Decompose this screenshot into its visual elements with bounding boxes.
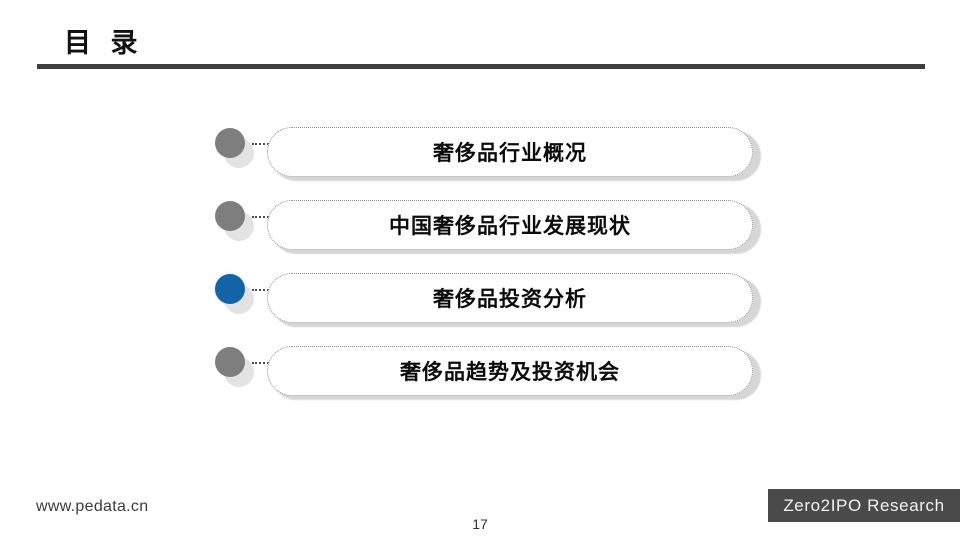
page-number: 17 — [472, 516, 488, 532]
toc-item-2[interactable]: 中国奢侈品行业发展现状 — [212, 192, 772, 254]
footer-website-url[interactable]: www.pedata.cn — [36, 498, 149, 515]
bullet-dot-icon-active — [215, 274, 245, 304]
toc-pill-4[interactable]: 奢侈品趋势及投资机会 — [267, 346, 753, 396]
bullet-marker-2 — [212, 196, 264, 248]
bullet-marker-3 — [212, 269, 264, 321]
bullet-marker-4 — [212, 342, 264, 394]
toc-item-4[interactable]: 奢侈品趋势及投资机会 — [212, 338, 772, 400]
toc-pill-3[interactable]: 奢侈品投资分析 — [267, 273, 753, 323]
toc-pill-2[interactable]: 中国奢侈品行业发展现状 — [267, 200, 753, 250]
brand-bar: Zero2IPO Research — [768, 489, 960, 522]
bullet-dot-icon — [215, 347, 245, 377]
toc-item-label-3: 奢侈品投资分析 — [433, 287, 587, 311]
bullet-dot-icon — [215, 128, 245, 158]
toc-item-label-1: 奢侈品行业概况 — [433, 141, 587, 165]
toc-item-1[interactable]: 奢侈品行业概况 — [212, 119, 772, 181]
toc-item-label-4: 奢侈品趋势及投资机会 — [400, 360, 620, 384]
toc-pill-1[interactable]: 奢侈品行业概况 — [267, 127, 753, 177]
page-title: 目 录 — [64, 28, 140, 58]
bullet-marker-1 — [212, 123, 264, 175]
toc-item-label-2: 中国奢侈品行业发展现状 — [389, 214, 631, 238]
brand-label: Zero2IPO Research — [783, 495, 945, 515]
bullet-dot-icon — [215, 201, 245, 231]
title-underline-rule — [37, 64, 925, 69]
toc-item-3[interactable]: 奢侈品投资分析 — [212, 265, 772, 327]
